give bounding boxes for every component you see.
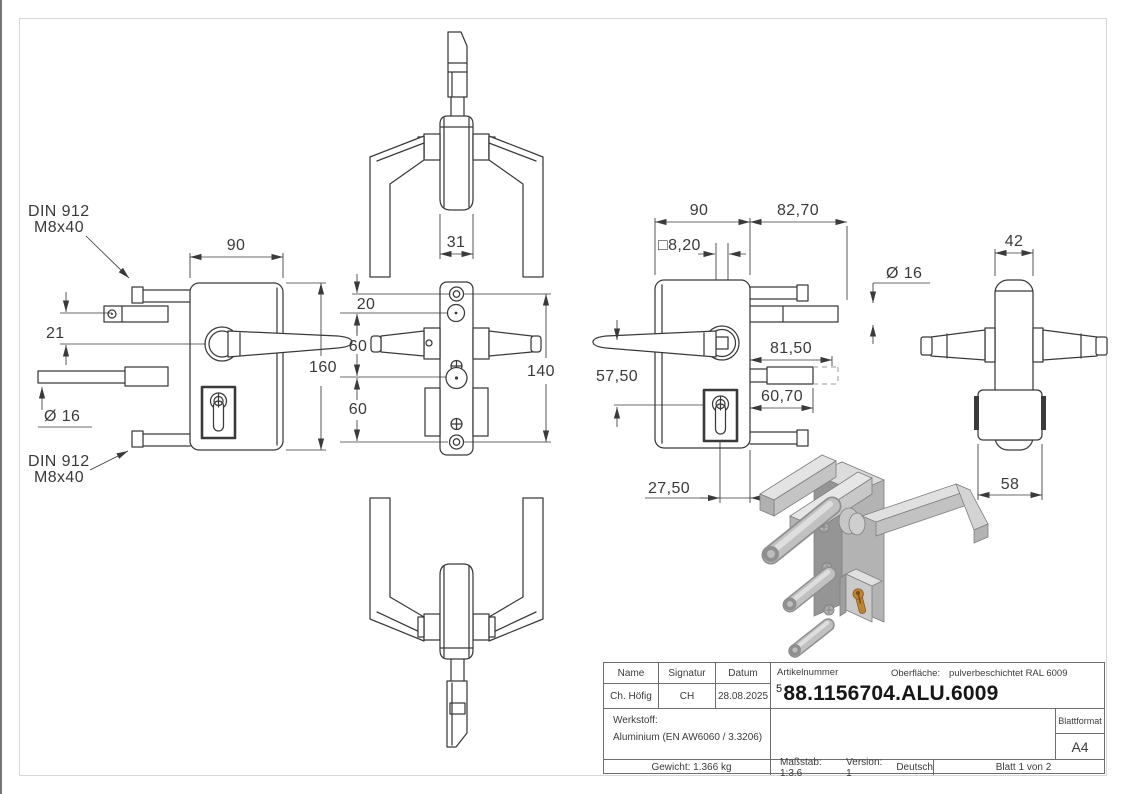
svg-text:81,50: 81,50	[770, 340, 812, 357]
dim-front-height: 160	[286, 282, 337, 451]
dim-front-dia: Ø 16	[38, 387, 92, 428]
svg-text:60: 60	[349, 401, 368, 418]
svg-text:DIN 912: DIN 912	[28, 203, 90, 220]
tb-datum: 28.08.2025	[716, 684, 771, 709]
svg-text:140: 140	[527, 363, 555, 380]
spindle-shaft	[439, 115, 474, 211]
rod-sleeve	[124, 366, 169, 387]
svg-text:M8x40: M8x40	[34, 469, 84, 486]
bolt-head	[131, 286, 144, 304]
spindle-left	[380, 330, 425, 357]
svg-text:160: 160	[309, 359, 337, 376]
pin	[103, 305, 169, 323]
svg-text:21: 21	[46, 325, 65, 342]
svg-text:Ø 16: Ø 16	[44, 408, 80, 425]
iso-render	[759, 454, 989, 658]
dim-rear-5750: 57,50	[596, 320, 703, 427]
handle-left	[369, 497, 425, 642]
dim-side-42: 42	[994, 233, 1034, 276]
tb-article-number: 588.1156704.ALU.6009	[776, 682, 999, 705]
handle-left	[369, 135, 425, 278]
tb-artikel-cell	[771, 663, 1104, 709]
dim-rear-2750: 27,50	[645, 440, 772, 503]
handle-right	[1042, 329, 1098, 361]
tb-header-name: Name	[604, 663, 659, 684]
lever-handle	[592, 330, 717, 358]
handle-left	[930, 329, 986, 361]
svg-text:42: 42	[1005, 233, 1024, 250]
tb-artikelnummer-label: Artikelnummer	[777, 667, 839, 678]
lever-handle	[227, 330, 353, 358]
latch-bolt	[447, 31, 468, 98]
svg-text:58: 58	[1001, 476, 1020, 493]
dim-rear-8270: 82,70	[750, 202, 848, 300]
dim-rear-6070: 60,70	[750, 388, 814, 413]
dim-rear-dia16: Ø 16	[869, 265, 930, 344]
tb-header-signatur: Signatur	[659, 663, 716, 684]
svg-text:57,50: 57,50	[596, 368, 638, 385]
spindle-shaft	[439, 563, 474, 660]
case-tab	[1041, 396, 1046, 430]
callout-screw-bottom: DIN 912 M8x40	[28, 450, 129, 486]
tb-version: Version: 1	[846, 756, 883, 779]
dim-rear-square: □8,20	[658, 237, 746, 258]
dim-edge-140: 140	[464, 293, 555, 443]
dim-top-width: 31	[439, 214, 474, 259]
bottom-view	[369, 497, 544, 748]
tb-blattformat-label: Blattformat	[1056, 709, 1104, 734]
tb-gewicht: Gewicht: 1.366 kg	[604, 760, 771, 775]
tb-oberflaeche-label: Oberfläche:	[891, 668, 941, 679]
window-edge	[0, 0, 2, 794]
dim-front-width: 90	[189, 237, 284, 278]
side-view: 42 58	[920, 233, 1108, 500]
tb-oberflaeche-value: pulverbeschichtet RAL 6009	[949, 668, 1068, 679]
dim-rear-90: 90	[654, 202, 751, 275]
mounting-pins	[761, 496, 842, 658]
svg-text:27,50: 27,50	[648, 480, 690, 497]
svg-text:31: 31	[447, 234, 466, 251]
dim-edge-60b: 60	[340, 378, 448, 443]
svg-text:□8,20: □8,20	[658, 237, 701, 254]
title-block: Name Signatur Datum Ch. Höfig CH 28.08.2…	[603, 662, 1105, 779]
top-view: 31	[369, 31, 544, 278]
bolt-head	[131, 430, 144, 448]
dim-front-offset: 21	[46, 292, 206, 365]
sheet-border	[19, 18, 1107, 776]
tb-name: Ch. Höfig	[604, 684, 659, 709]
dim-side-58: 58	[977, 444, 1043, 500]
rear-view: 90 82,70 □8,20 57,50 81,50	[592, 202, 930, 503]
tb-werkstoff: Werkstoff: Aluminium (EN AW6060 / 3.3206…	[604, 709, 771, 760]
tb-massstab: Maßstab: 1:3.6	[780, 756, 822, 779]
brass-cylinder	[852, 588, 866, 614]
svg-text:82,70: 82,70	[777, 202, 819, 219]
handle-right	[488, 135, 544, 278]
tb-sprache: Deutsch	[896, 762, 933, 773]
svg-text:M8x40: M8x40	[34, 219, 84, 236]
spindle-square	[715, 336, 729, 350]
tb-blattformat-value: A4	[1056, 734, 1104, 760]
front-view: 90 160 21 Ø 16	[28, 203, 353, 486]
dim-edge-60a: 60	[340, 314, 446, 378]
svg-text:60,70: 60,70	[761, 388, 803, 405]
callout-screw-top: DIN 912 M8x40	[28, 203, 130, 279]
dim-rear-8150: 81,50	[750, 340, 833, 366]
spindle-right	[488, 330, 533, 357]
svg-text:20: 20	[357, 296, 376, 313]
case-tab	[974, 396, 979, 430]
tb-header-datum: Datum	[716, 663, 771, 684]
svg-text:DIN 912: DIN 912	[28, 453, 90, 470]
tb-signatur: CH	[659, 684, 716, 709]
svg-text:90: 90	[227, 237, 246, 254]
svg-text:Ø 16: Ø 16	[886, 265, 922, 282]
tb-empty-cell	[771, 709, 1056, 760]
tb-blatt: Blatt 1 von 2	[995, 762, 1052, 773]
tb-scale-row: Maßstab: 1:3.6 Version: 1 Deutsch	[771, 757, 934, 779]
svg-text:60: 60	[349, 338, 368, 355]
lock-case	[977, 389, 1043, 441]
dim-edge-20: 20	[340, 274, 449, 333]
edge-view: 20 60 60 140	[340, 274, 555, 456]
svg-text:90: 90	[690, 202, 709, 219]
handle-right	[488, 497, 544, 642]
